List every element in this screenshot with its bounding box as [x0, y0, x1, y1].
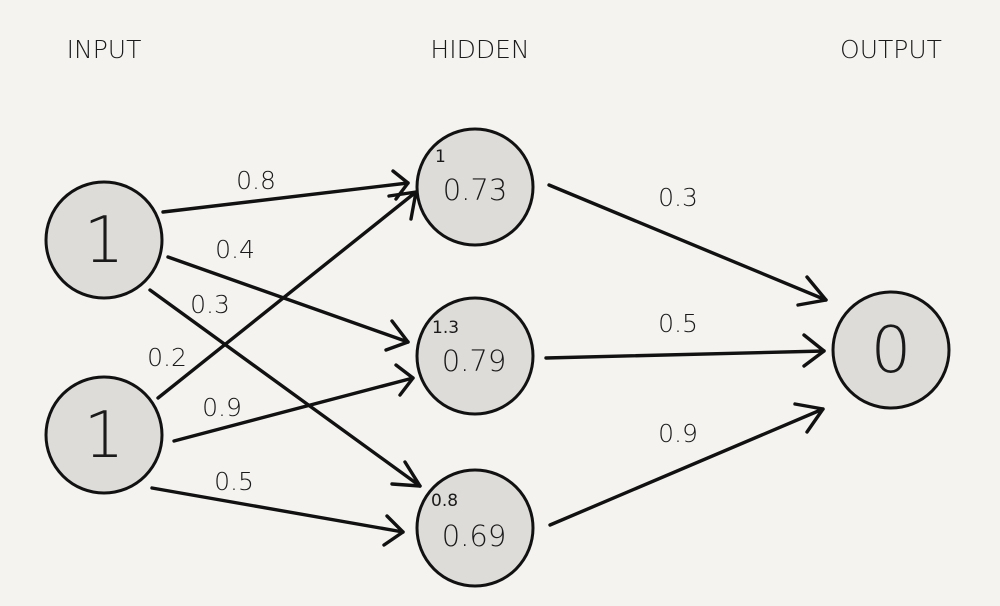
edge-in1-h1	[161, 169, 410, 214]
weight-in1-h3: 0.3	[190, 290, 230, 319]
hidden-node-1-sum: 1	[435, 147, 446, 167]
weight-in2-h3: 0.5	[214, 467, 254, 496]
edge-h3-out	[548, 402, 825, 527]
edge-in2-h3	[150, 486, 405, 547]
input-node-2-value: 1	[84, 399, 125, 473]
weight-in2-h1: 0.2	[147, 343, 187, 372]
edge-in1-h2	[166, 255, 410, 352]
hidden-node-2-value: 0.79	[442, 344, 507, 378]
edge-in1-h3	[148, 288, 422, 488]
input-node-1-value: 1	[84, 204, 125, 278]
edge-h1-out	[547, 183, 828, 307]
weight-in2-h2: 0.9	[202, 393, 242, 422]
weight-in1-h1: 0.8	[236, 166, 276, 195]
weight-in1-h2: 0.4	[215, 235, 255, 264]
output-node-value: 0	[871, 314, 912, 388]
hidden-node-3-sum: 0.8	[431, 491, 458, 511]
weight-h2-out: 0.5	[658, 309, 698, 338]
edge-in2-h2	[172, 363, 415, 443]
hidden-node-2: 1.3 0.79	[415, 296, 535, 416]
hidden-node-3: 0.8 0.69	[415, 468, 535, 588]
hidden-layer-title: HIDDEN	[430, 35, 529, 64]
input-node-1: 1	[44, 180, 164, 300]
hidden-node-3-value: 0.69	[442, 519, 507, 553]
output-node: 0	[831, 290, 951, 410]
weight-h3-out: 0.9	[658, 419, 698, 448]
hidden-node-2-sum: 1.3	[432, 318, 459, 338]
output-layer-title: OUTPUT	[840, 35, 942, 64]
input-layer-title: INPUT	[67, 35, 142, 64]
weight-h1-out: 0.3	[658, 183, 698, 212]
input-node-2: 1	[44, 375, 164, 495]
hidden-node-1-value: 0.73	[443, 173, 508, 207]
edge-h2-out	[544, 333, 826, 368]
hidden-node-1: 1 0.73	[415, 127, 535, 247]
